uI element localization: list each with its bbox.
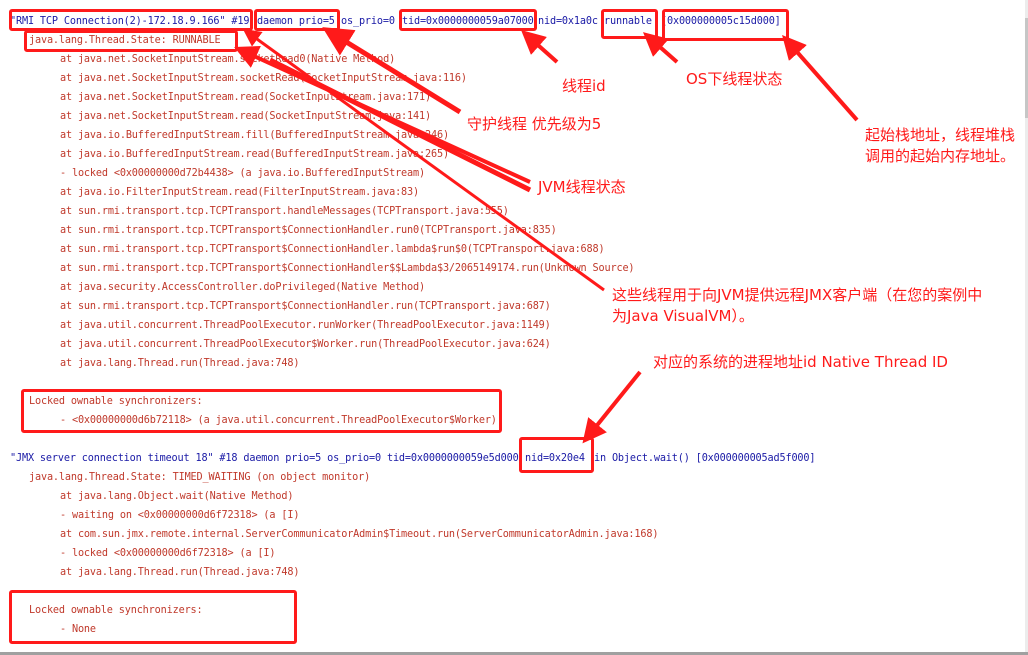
highlight-thread-name bbox=[9, 9, 253, 31]
thread2-locked-sync-item: - None bbox=[60, 624, 96, 635]
stack-frame: at java.net.SocketInputStream.read(Socke… bbox=[60, 111, 431, 122]
stack-frame: at java.io.FilterInputStream.read(Filter… bbox=[60, 187, 420, 198]
label-jvm-state: JVM线程状态 bbox=[538, 178, 626, 196]
thread1-nid: nid=0x1a0c bbox=[538, 16, 598, 27]
stack-frame: at sun.rmi.transport.tcp.TCPTransport$Co… bbox=[60, 244, 605, 255]
stack-frame: at java.lang.Thread.run(Thread.java:748) bbox=[60, 358, 300, 369]
arrow-native-id-icon bbox=[582, 370, 642, 444]
thread1-os-prio: os_prio=0 bbox=[341, 16, 395, 27]
highlight-jvm-state bbox=[24, 30, 238, 52]
thread2-nid: nid=0x20e4 bbox=[525, 453, 585, 464]
label-stack-start-1: 起始栈地址，线程堆栈 bbox=[865, 126, 1016, 144]
stack-frame: at com.sun.jmx.remote.internal.ServerCom… bbox=[60, 529, 659, 540]
highlight-locked-sync-2 bbox=[9, 590, 297, 644]
thread1-locked-sync-item: - <0x00000000d6b72118> (a java.util.conc… bbox=[60, 415, 497, 426]
label-os-state: OS下线程状态 bbox=[686, 70, 783, 88]
stack-frame: at sun.rmi.transport.tcp.TCPTransport$Co… bbox=[60, 301, 551, 312]
stack-frame: at java.util.concurrent.ThreadPoolExecut… bbox=[60, 339, 551, 350]
stack-frame: at java.lang.Thread.run(Thread.java:748) bbox=[60, 567, 300, 578]
stack-frame: at java.net.SocketInputStream.socketRead… bbox=[60, 73, 467, 84]
stack-wait: - waiting on <0x00000000d6f72318> (a [I) bbox=[60, 510, 300, 521]
thread2-locked-sync-title: Locked ownable synchronizers: bbox=[29, 605, 203, 616]
thread1-daemon-prio: daemon prio=5 bbox=[257, 16, 335, 27]
arrow-stack-start-icon bbox=[782, 34, 859, 122]
stack-frame: at java.io.BufferedInputStream.read(Buff… bbox=[60, 149, 449, 160]
highlight-nid bbox=[519, 437, 594, 473]
label-jmx-purpose-2: 为Java VisualVM）。 bbox=[612, 307, 754, 325]
highlight-stack-address bbox=[662, 9, 789, 41]
stack-frame: at sun.rmi.transport.tcp.TCPTransport$Co… bbox=[60, 263, 635, 274]
thread2-header: "JMX server connection timeout 18" #18 d… bbox=[10, 453, 519, 464]
arrow-os-state-icon bbox=[642, 32, 679, 64]
label-jmx-purpose-1: 这些线程用于向JVM提供远程JMX客户端（在您的案例中 bbox=[612, 286, 983, 304]
stack-frame: at java.lang.Object.wait(Native Method) bbox=[60, 491, 294, 502]
thread2-jvm-state: java.lang.Thread.State: TIMED_WAITING (o… bbox=[29, 472, 371, 483]
label-stack-start-2: 调用的起始内存地址。 bbox=[865, 147, 1016, 165]
thread2-header-suffix: in Object.wait() [0x000000005ad5f000] bbox=[594, 453, 816, 464]
highlight-tid bbox=[399, 9, 537, 31]
stack-frame: at java.io.BufferedInputStream.fill(Buff… bbox=[60, 130, 449, 141]
highlight-locked-sync-1 bbox=[21, 389, 502, 433]
highlight-os-state bbox=[601, 9, 658, 39]
stack-lock: - locked <0x00000000d72b4438> (a java.io… bbox=[60, 168, 425, 179]
stack-frame: at sun.rmi.transport.tcp.TCPTransport.ha… bbox=[60, 206, 509, 217]
vertical-scrollbar[interactable] bbox=[1025, 0, 1028, 652]
thread1-stack-address: [0x000000005c15d000] bbox=[661, 16, 781, 27]
highlight-daemon-prio bbox=[254, 9, 340, 31]
stack-frame: at java.net.SocketInputStream.read(Socke… bbox=[60, 92, 431, 103]
stack-frame: at java.util.concurrent.ThreadPoolExecut… bbox=[60, 320, 551, 331]
stack-lock: - locked <0x00000000d6f72318> (a [I) bbox=[60, 548, 276, 559]
thread1-tid: tid=0x0000000059a07000 bbox=[402, 16, 534, 27]
label-thread-id: 线程id bbox=[562, 77, 606, 95]
stack-frame: at sun.rmi.transport.tcp.TCPTransport$Co… bbox=[60, 225, 557, 236]
label-daemon-prio: 守护线程 优先级为5 bbox=[467, 115, 602, 133]
thread1-locked-sync-title: Locked ownable synchronizers: bbox=[29, 396, 203, 407]
stack-frame: at java.net.SocketInputStream.socketRead… bbox=[60, 54, 396, 65]
stack-frame: at java.security.AccessController.doPriv… bbox=[60, 282, 425, 293]
thread1-name: "RMI TCP Connection(2)-172.18.9.166" #19 bbox=[10, 16, 250, 27]
arrow-thread-id-icon bbox=[521, 30, 559, 64]
thread1-os-state: runnable bbox=[604, 16, 652, 27]
scrollbar-thumb[interactable] bbox=[1025, 18, 1028, 118]
thread1-jvm-state: java.lang.Thread.State: RUNNABLE bbox=[29, 35, 221, 46]
label-native-thread-id: 对应的系统的进程地址id Native Thread ID bbox=[653, 353, 948, 371]
bottom-divider bbox=[0, 652, 1028, 655]
